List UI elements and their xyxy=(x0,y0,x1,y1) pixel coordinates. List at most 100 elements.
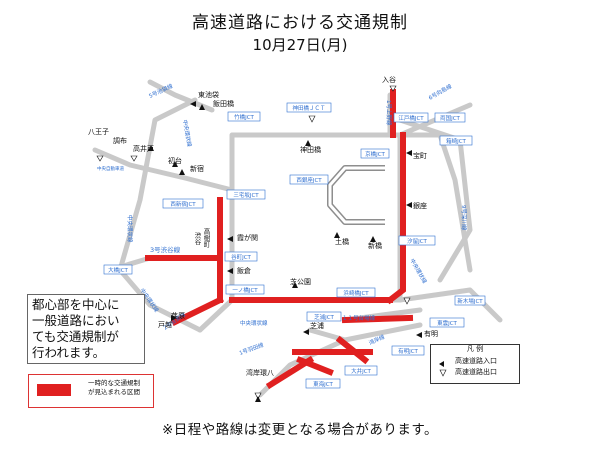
hatsudai-label: 初台 xyxy=(168,156,182,165)
ariake-jct-label: 有明JCT xyxy=(398,347,418,355)
route-c2-east xyxy=(397,117,473,283)
route3-label: 3号渋谷線 xyxy=(150,245,181,254)
notice-line: 都心部を中心に xyxy=(32,297,120,312)
wangan-kanpachi-label: 湾岸環八 xyxy=(246,368,274,377)
takaido-label: 高井戸 xyxy=(133,144,154,153)
ikebukuro-label: 東池袋 xyxy=(198,90,219,99)
entrance-arrow xyxy=(406,202,412,208)
entrance-arrow xyxy=(305,140,311,146)
edobashi-jct-label: 江戸橋JCT xyxy=(398,114,424,122)
legend-icons xyxy=(439,361,447,377)
notice-line: 行われます。 xyxy=(32,345,106,360)
entrance-legend-icon xyxy=(439,361,444,367)
shibakoen-label: 芝公園 xyxy=(290,277,311,286)
disclaimer: ※日程や路線は変更となる場合があります。 xyxy=(161,422,439,438)
shiohama-jct-label: 汐留JCT xyxy=(407,237,427,245)
ohashi-jct-label: 大橋JCT xyxy=(108,266,128,274)
restricted-route11 xyxy=(341,314,414,324)
markers xyxy=(96,85,422,402)
nishiginza-jct-label: 西銀座JCT xyxy=(296,176,322,184)
chuo-expressway-label: 中央自動車道 xyxy=(97,165,124,172)
entrance-arrow xyxy=(199,104,205,110)
ichinohashi-jct-label: 一ノ橋JCT xyxy=(232,286,258,294)
route-2 xyxy=(197,297,235,333)
exit-arrow xyxy=(308,115,316,123)
chofu-label: 調布 xyxy=(113,136,127,145)
tanimachi-jct-label: 谷町JCT xyxy=(231,253,251,261)
restriction-legend: 一時的な交通規制 が見込まれる区間 xyxy=(28,374,154,408)
ginza-label: 銀座 xyxy=(413,201,427,210)
map-legend: 凡 例 高速道路入口 高速道路出口 xyxy=(430,344,520,384)
restricted-bay-d xyxy=(265,355,315,390)
ebara-label: 荏原 xyxy=(171,312,185,320)
exit-arrow xyxy=(96,155,104,162)
legend-entrance-label: 高速道路入口 xyxy=(455,357,497,365)
takebashi-jct-label: 竹橋JCT xyxy=(234,113,254,121)
togoshi-label: 戸越 xyxy=(158,320,172,329)
entrance-arrow xyxy=(190,101,196,107)
route-north-loop xyxy=(229,132,403,303)
iikura-label: 飯倉 xyxy=(237,266,251,275)
restricted-bay-c xyxy=(335,335,370,365)
route1-haneda-label: 1号羽田線 xyxy=(238,340,265,356)
exit-arrow xyxy=(130,155,138,162)
chuo-kanjo-label: 中央環状線 xyxy=(126,215,134,243)
chuo-kanjo-n-label: 中央環状線 xyxy=(181,119,194,148)
notice-box: 都心部を中心に 一般道路におい ても交通規制が 行われます。 xyxy=(27,294,145,364)
tsuchihashi-label: 土橋 xyxy=(335,237,349,246)
route-bay-east xyxy=(397,287,503,323)
exit-arrow xyxy=(389,85,397,92)
route6-label: 6号向島線 xyxy=(427,82,454,102)
route-c2s-label: 中央環状線 xyxy=(240,319,268,327)
legend-exit-label: 高速道路出口 xyxy=(455,368,497,376)
exit-legend-icon xyxy=(439,369,447,377)
entrance-arrow xyxy=(303,329,309,335)
entrance-arrow xyxy=(179,169,185,175)
shinjuku-label: 新宿 xyxy=(190,164,204,173)
notice-line: 一般道路におい xyxy=(32,313,120,328)
takaracho-label: 宝町 xyxy=(413,151,427,160)
route11-label: １１号台場線 xyxy=(342,314,376,322)
entrance-arrow xyxy=(171,315,177,321)
restricted-route2 xyxy=(170,295,225,327)
ryogoku-jct-label: 両国JCT xyxy=(440,115,460,122)
restricted-east xyxy=(385,132,406,305)
entrance-arrow xyxy=(227,268,233,274)
nishishinjuku-jct-label: 西新宿JCT xyxy=(170,200,196,208)
restriction-legend-line: が見込まれる区間 xyxy=(88,388,140,396)
iidabashi-label: 飯田橋 xyxy=(213,99,234,108)
exit-arrow xyxy=(403,297,411,305)
date-heading: 10月27日(月) xyxy=(252,36,348,54)
route-c2-west xyxy=(117,97,203,333)
entrance-arrow xyxy=(227,236,233,242)
entrance-arrow xyxy=(416,332,422,338)
iriya-label: 入谷 xyxy=(382,75,396,84)
restriction-swatch xyxy=(37,384,71,396)
jct-boxes xyxy=(103,102,486,389)
entrance-arrow xyxy=(406,150,412,156)
entrance-arrow xyxy=(334,232,340,238)
kyobashi-jct-label: 京橋JCT xyxy=(365,150,385,158)
kasumigaseki-label: 霞が関 xyxy=(237,233,258,242)
page-title: 高速道路における交通規制 xyxy=(192,13,408,33)
place-labels: 東池袋 飯田橋 八王子 調布 高井戸 初台 新宿 神田橋 入谷 宝町 銀座 霞が… xyxy=(88,75,438,377)
jct-texts: 竹橋JCT 神田橋ＪＣＴ 江戸橋JCT 両国JCT 箱崎JCT 京橋JCT 西銀… xyxy=(108,104,483,388)
shibaura-label: 芝浦 xyxy=(310,321,324,330)
restricted-sections xyxy=(145,89,414,390)
entrance-arrow xyxy=(148,145,154,151)
entrance-arrow xyxy=(292,282,298,288)
hakozaki-jct-label: 箱崎JCT xyxy=(446,137,466,145)
route-5 xyxy=(147,79,215,113)
route-4 xyxy=(92,147,235,193)
hamazakibashi-jct-label: 浜崎橋JCT xyxy=(343,289,369,297)
route9-label: 9号深川線 xyxy=(460,205,468,231)
shinbashi-label: 新橋 xyxy=(368,241,382,250)
sannomiya-jct-label: 三宅坂JCT xyxy=(233,191,259,199)
kandabashi-label: 神田橋 xyxy=(300,145,321,154)
legend-title: 凡 例 xyxy=(466,345,484,353)
oi-jct-label: 大井JCT xyxy=(351,367,371,375)
c2-east-label: 中央環状線 xyxy=(408,257,429,285)
restriction-legend-line: 一時的な交通規制 xyxy=(88,379,140,387)
jingubashi-jct-label: 神田橋ＪＣＴ xyxy=(292,104,325,112)
